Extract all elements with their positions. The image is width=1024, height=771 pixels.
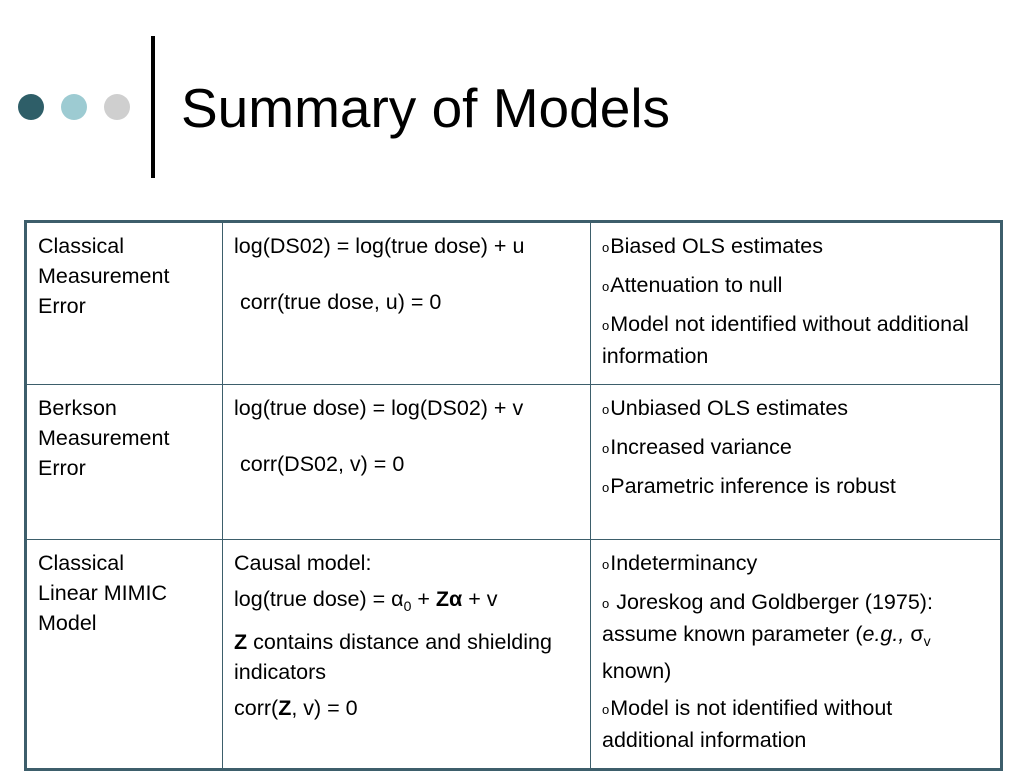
notes-cell: oIndeterminancy o Joreskog and Goldberge… xyxy=(590,539,1002,770)
bullet-marker-icon: o xyxy=(602,557,610,572)
list-item: oBiased OLS estimates xyxy=(602,234,823,258)
models-summary-table: Classical Measurement Error log(DS02) = … xyxy=(24,220,1003,771)
dot-light-teal xyxy=(61,94,87,120)
model-name-cell: Berkson Measurement Error xyxy=(25,384,223,540)
model-name-cell: Classical Linear MIMIC Model xyxy=(25,539,223,770)
bullet-marker-icon: o xyxy=(602,702,610,717)
list-item: oParametric inference is robust xyxy=(602,474,896,498)
equation-cell: log(DS02) = log(true dose) + u corr(true… xyxy=(222,221,591,385)
table-row: Classical Linear MIMIC Model Causal mode… xyxy=(25,539,1002,770)
notes-cell: oBiased OLS estimates oAttenuation to nu… xyxy=(590,221,1002,385)
model-name-cell: Classical Measurement Error xyxy=(25,221,223,385)
bullet-marker-icon: o xyxy=(602,441,610,456)
bullet-marker-icon: o xyxy=(602,480,610,495)
list-item: o Joreskog and Goldberger (1975): assume… xyxy=(602,590,933,683)
bullet-marker-icon: o xyxy=(602,318,610,333)
list-item: oUnbiased OLS estimates xyxy=(602,396,849,420)
slide-title: Summary of Models xyxy=(181,77,671,139)
z-description: Z contains distance and shielding indica… xyxy=(234,630,552,684)
notes-cell: oUnbiased OLS estimates oIncreased varia… xyxy=(590,384,1002,540)
equation-cell: log(true dose) = log(DS02) + v corr(DS02… xyxy=(222,384,591,540)
list-item: oIncreased variance xyxy=(602,435,792,459)
mimic-correlation: corr(Z, v) = 0 xyxy=(234,696,358,720)
bullet-marker-icon: o xyxy=(602,240,610,255)
table-row: Classical Measurement Error log(DS02) = … xyxy=(25,221,1002,385)
list-item: oAttenuation to null xyxy=(602,273,783,297)
bullet-marker-icon: o xyxy=(602,279,610,294)
table-row: Berkson Measurement Error log(true dose)… xyxy=(25,384,1002,540)
list-item: oModel is not identified without additio… xyxy=(602,696,893,752)
dot-dark xyxy=(18,94,44,120)
bullet-marker-icon: o xyxy=(602,402,610,417)
list-item: oModel not identified without additional… xyxy=(602,312,969,368)
dot-gray xyxy=(104,94,130,120)
equation-cell: Causal model: log(true dose) = α0 + Zα +… xyxy=(222,539,591,770)
list-item: oIndeterminancy xyxy=(602,551,758,575)
title-divider xyxy=(151,36,155,178)
bullet-marker-icon: o xyxy=(602,596,610,611)
mimic-equation: log(true dose) = α0 + Zα + v xyxy=(234,587,498,614)
